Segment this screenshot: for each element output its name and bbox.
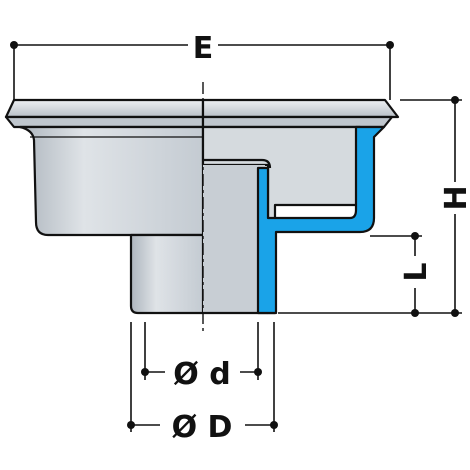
dimension-point — [386, 41, 394, 49]
dimension-point — [10, 41, 18, 49]
inner-step — [203, 158, 272, 169]
flange-rim-right — [201, 115, 394, 129]
dimension-point — [451, 96, 459, 104]
dimension-point — [141, 368, 149, 376]
dimension-point — [451, 309, 459, 317]
wall-cross-section — [256, 125, 386, 315]
label-backdrop — [188, 30, 218, 60]
flange-left — [4, 98, 205, 119]
bowl-left — [18, 125, 205, 237]
label-backdrop — [160, 408, 245, 442]
dimension-point — [411, 232, 419, 240]
label-backdrop — [402, 256, 428, 288]
label-backdrop — [441, 182, 469, 214]
flange-right — [201, 98, 400, 119]
dimension-point — [254, 368, 262, 376]
dimension-L-label: L — [399, 262, 434, 281]
outlet-pipe-left — [129, 233, 205, 315]
outlet-interior — [203, 165, 265, 313]
label-backdrop — [165, 355, 240, 389]
dimension-point — [127, 421, 135, 429]
dimension-H-label: H — [439, 185, 470, 210]
dimension-point — [270, 421, 278, 429]
dimension-D-label: Ø D — [172, 410, 233, 445]
drain-exterior-view — [4, 98, 205, 315]
dimension-point — [411, 309, 419, 317]
dimension-E-label: E — [193, 31, 214, 66]
dimension-d-label: Ø d — [173, 357, 230, 392]
flange-rim-left — [4, 115, 205, 129]
drain-section-view — [201, 98, 400, 315]
